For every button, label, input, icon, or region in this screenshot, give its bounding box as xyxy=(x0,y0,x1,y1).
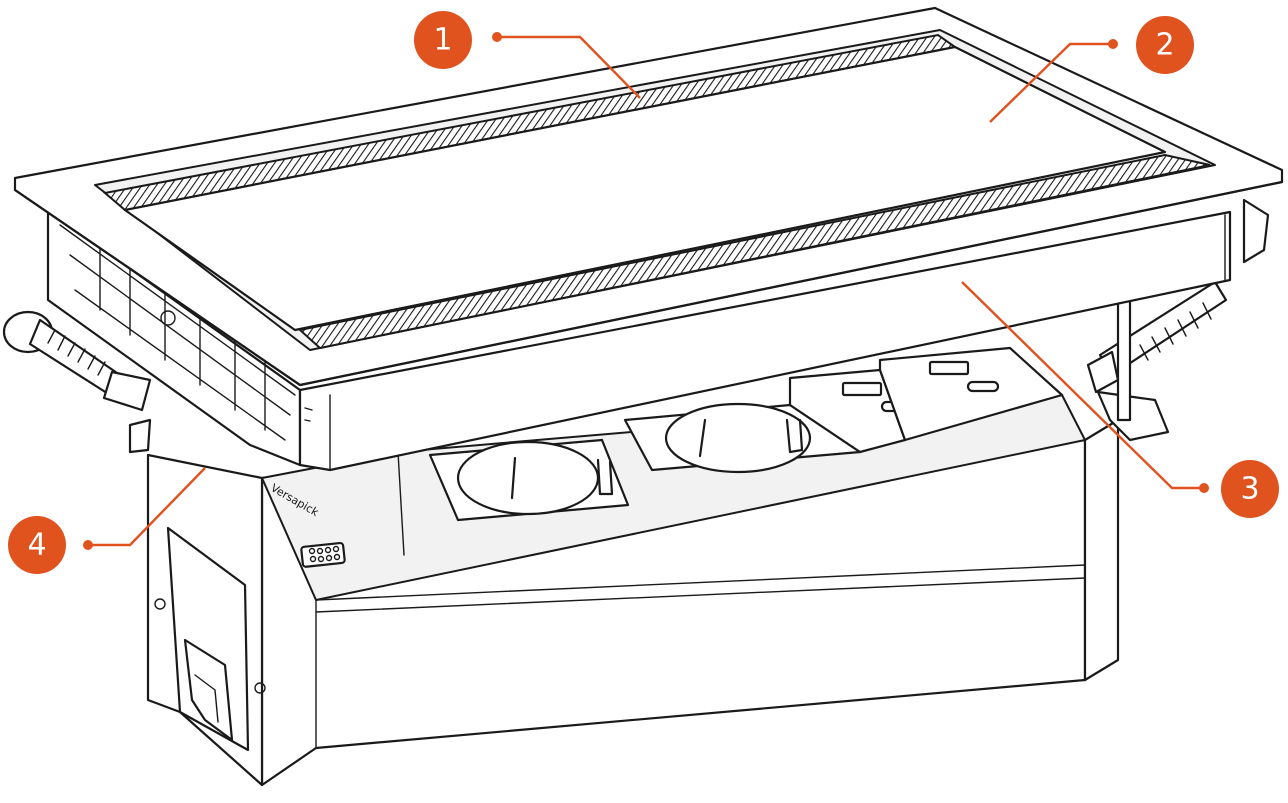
usb-a-port-icon xyxy=(928,360,970,376)
callout-4: 4 xyxy=(8,467,206,574)
frame-skirt xyxy=(46,208,1232,472)
callout-3-leader xyxy=(961,281,1204,490)
usb-a-port-icon xyxy=(841,381,883,397)
callout-1-number: 1 xyxy=(433,23,452,58)
callout-4-marker xyxy=(8,516,66,574)
socket-housing: Versapick xyxy=(260,346,1120,787)
right-clamp-screw xyxy=(1086,198,1270,442)
callout-1: 1 xyxy=(414,11,641,99)
callout-2-marker xyxy=(1136,16,1194,74)
front-frame-panel xyxy=(298,210,1232,472)
callout-3: 3 xyxy=(961,281,1279,518)
usb-module-2 xyxy=(878,346,1064,442)
housing-right-side xyxy=(1083,418,1120,682)
top-frame xyxy=(13,6,1284,387)
side-mounting-bracket xyxy=(146,453,266,787)
callout-4-leader xyxy=(88,467,206,547)
left-clamp-screw xyxy=(2,310,152,454)
schuko-socket-1 xyxy=(428,438,630,522)
callout-4-number: 4 xyxy=(27,528,46,563)
usb-c-port-icon xyxy=(966,380,1000,393)
callout-2-number: 2 xyxy=(1155,28,1174,63)
dot-matrix-icon xyxy=(300,541,346,568)
callout-3-number: 3 xyxy=(1240,472,1259,507)
callout-1-marker xyxy=(414,11,472,69)
callout-3-marker xyxy=(1221,460,1279,518)
top-cover-lid xyxy=(123,45,1167,332)
wing-nut-icon xyxy=(1086,350,1120,394)
callout-1-leader xyxy=(497,35,641,99)
callout-2: 2 xyxy=(989,16,1194,123)
callout-2-leader xyxy=(989,42,1113,123)
brush-strip-slot-lower xyxy=(297,153,1211,350)
